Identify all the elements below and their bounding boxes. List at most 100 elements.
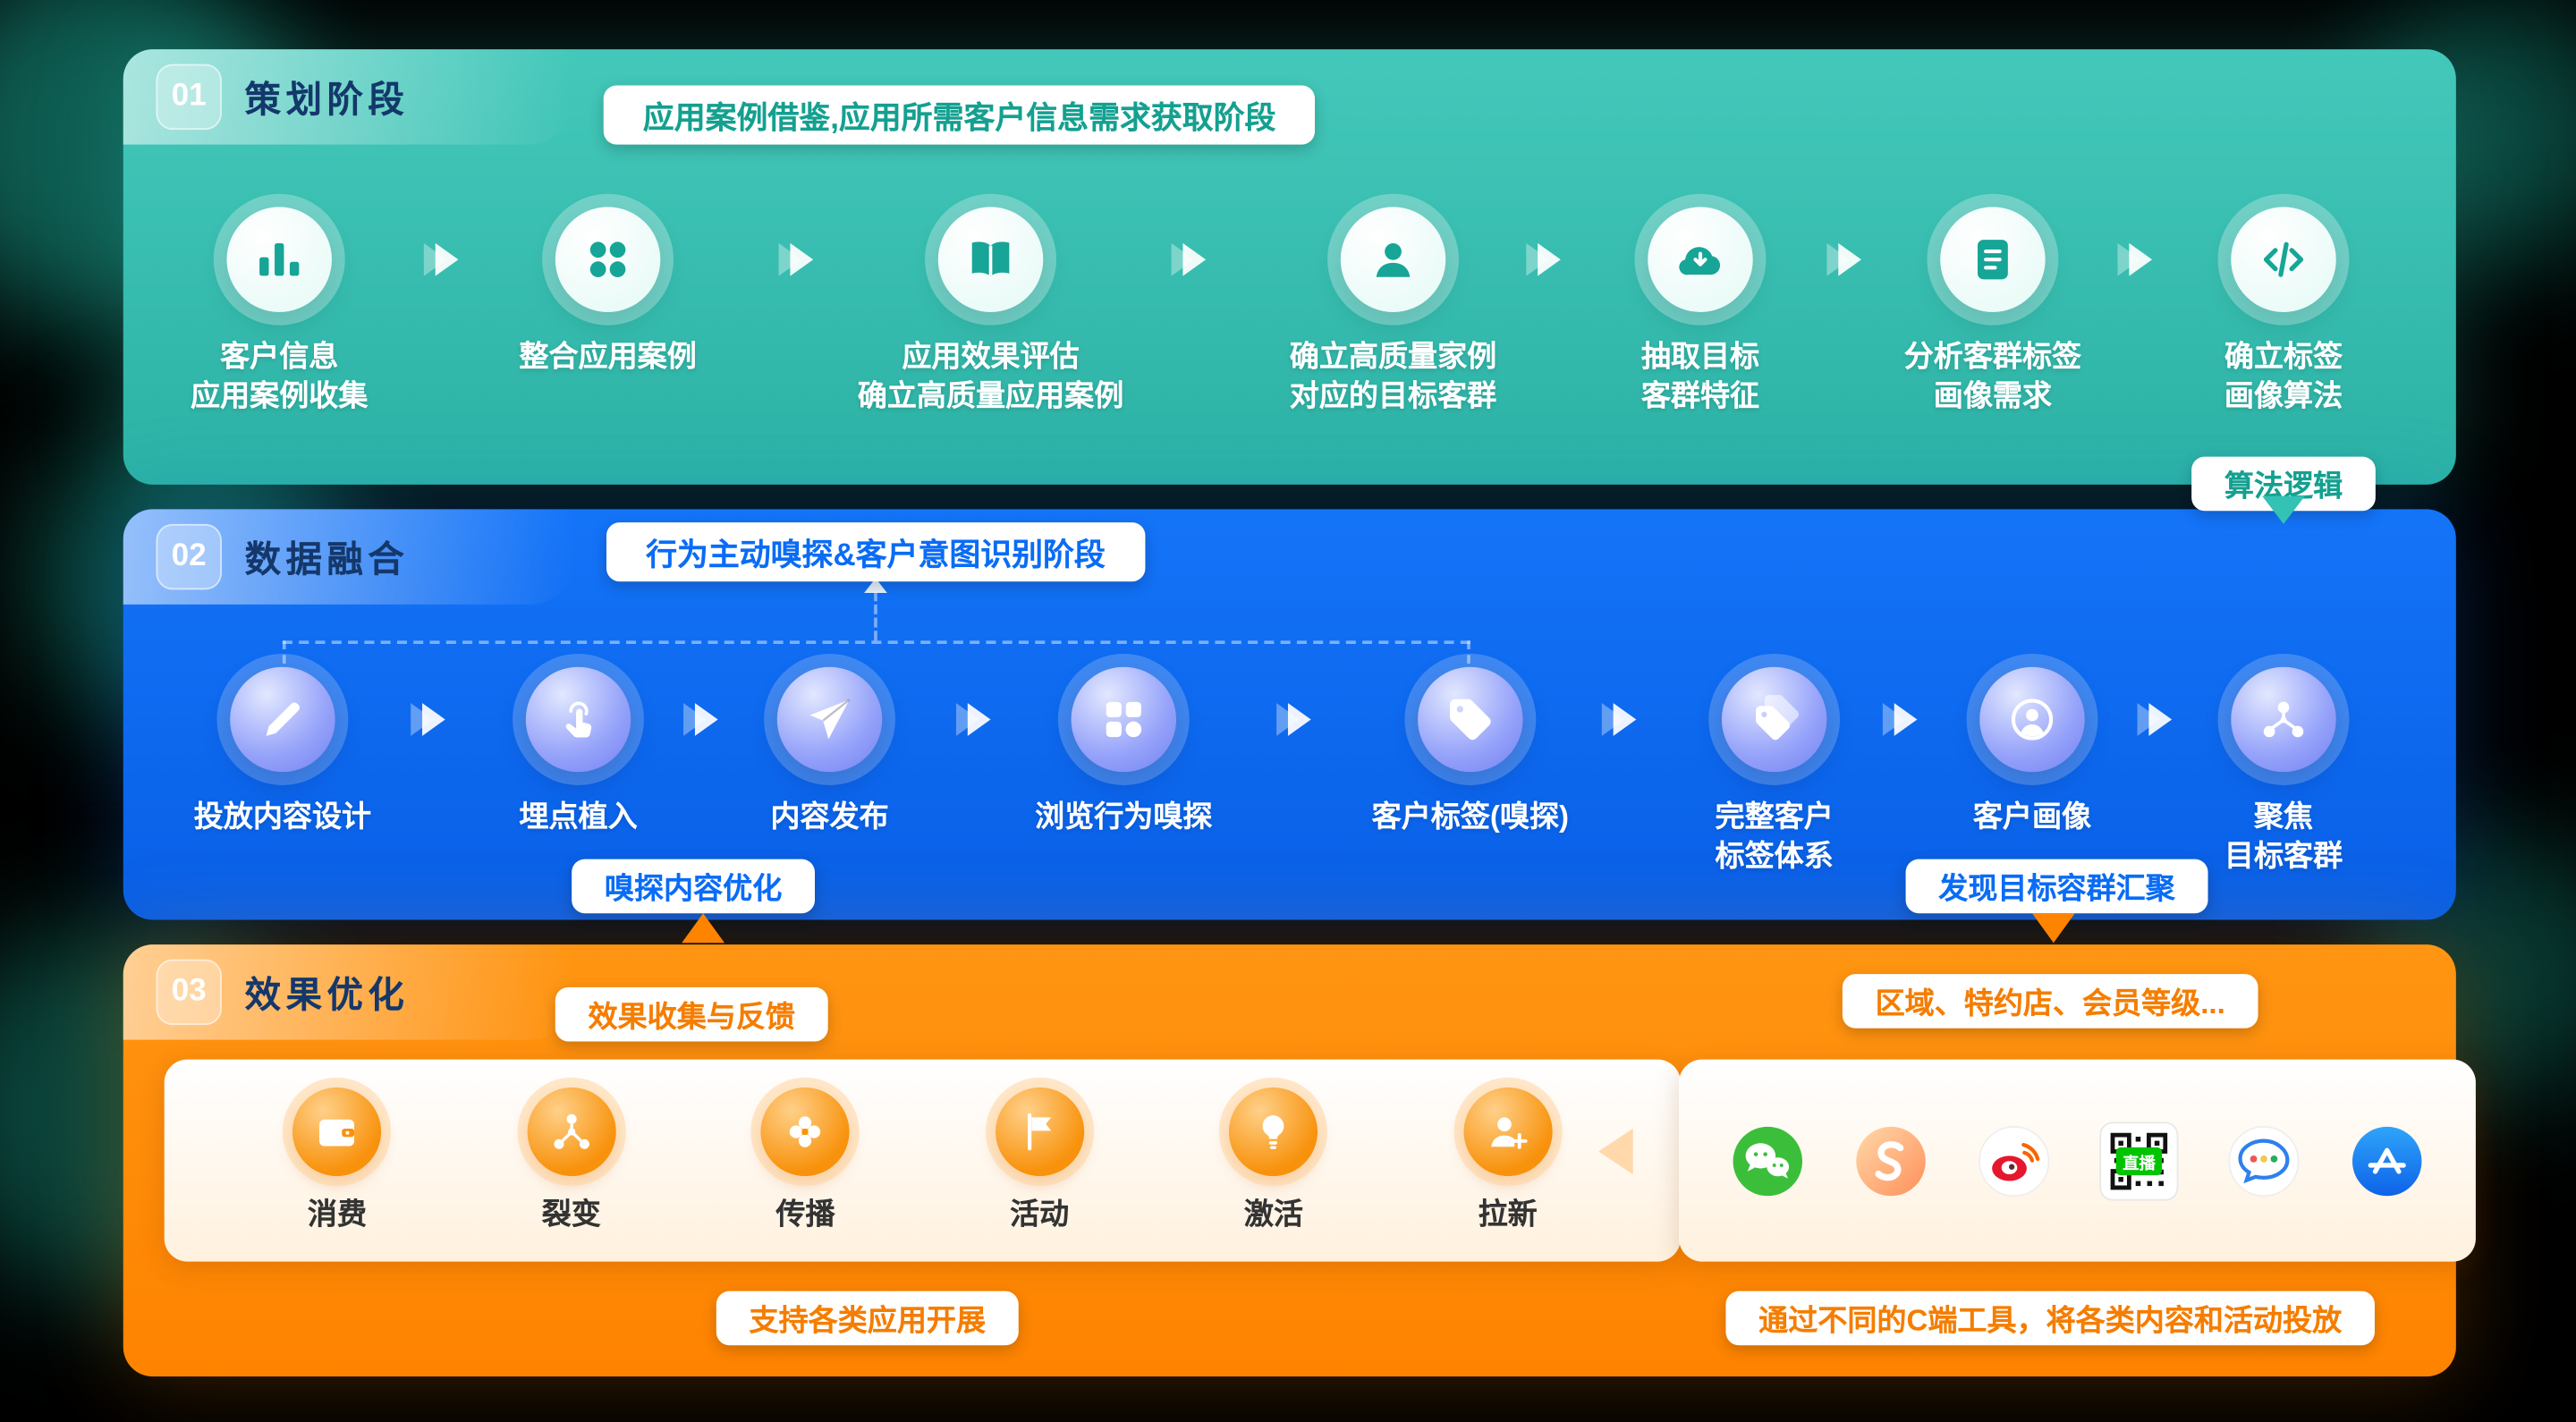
arrow-down-icon — [2262, 495, 2305, 524]
channels-panel: 消费 裂变 传播 活动 — [164, 1059, 1681, 1262]
channel-consume: 消费 — [292, 1087, 382, 1233]
stage-title: 效果优化 — [244, 974, 410, 1016]
bar-chart-icon — [226, 207, 333, 312]
flow-arrow — [1526, 242, 1561, 276]
person-icon — [1340, 207, 1446, 312]
s-app-icon — [1852, 1122, 1928, 1198]
step-customer-info-collection: 客户信息 应用案例收集 — [123, 207, 436, 416]
bulb-icon — [1229, 1087, 1318, 1177]
pen-icon — [230, 666, 335, 773]
target-converge-pill: 发现目标容群汇聚 — [1905, 859, 2208, 914]
flow-arrow — [2117, 242, 2153, 276]
app-grid-icon — [555, 207, 661, 312]
step-label: 整合应用案例 — [519, 340, 697, 373]
channel-activate: 激活 — [1229, 1087, 1318, 1233]
apps-support-pill: 支持各类应用开展 — [716, 1291, 1019, 1346]
step-target-groups: 确立高质量家例 对应的目标客群 — [1237, 207, 1549, 416]
channel-acquire: 拉新 — [1463, 1087, 1553, 1233]
stage2-banner-pill: 行为主动嗅探&客户意图识别阶段 — [606, 522, 1145, 582]
step-extract-features: 抽取目标 客群特征 — [1544, 207, 1856, 416]
stage-planning-band: 01 策划阶段 应用案例借鉴,应用所需客户信息需求获取阶段 客户信息 应用案例收… — [123, 49, 2456, 512]
wechat-icon — [1729, 1122, 1804, 1198]
stage-number-badge: 02 — [156, 523, 222, 590]
flow-arrow — [411, 703, 445, 736]
flow-arrow — [423, 242, 459, 276]
step-content-publish: 内容发布 — [674, 666, 986, 837]
stage-title: 数据融合 — [244, 538, 410, 580]
open-book-icon — [937, 207, 1044, 312]
dashed-connector — [282, 640, 1470, 644]
tools-panel: 直播 — [1679, 1059, 2476, 1262]
channel-label: 活动 — [1010, 1197, 1070, 1231]
document-list-icon — [1940, 207, 2046, 312]
channel-label: 拉新 — [1478, 1197, 1538, 1231]
tag-icon — [1418, 666, 1523, 773]
arrow-down-icon — [2031, 913, 2075, 944]
step-tag-system: 完整客户 标签体系 — [1618, 666, 1930, 876]
step-content-design: 投放内容设计 — [126, 666, 438, 837]
dashed-connector — [874, 591, 877, 641]
dashed-connector — [282, 640, 286, 664]
step-tracking-embed: 埋点植入 — [422, 666, 734, 837]
channel-activity: 活动 — [995, 1087, 1084, 1233]
dashed-up-arrow-icon — [864, 578, 887, 594]
flow-arrow — [1171, 242, 1207, 276]
step-effect-evaluation: 应用效果评估 确立高质量应用案例 — [835, 207, 1147, 416]
feedback-pill: 效果收集与反馈 — [555, 986, 828, 1042]
flow-arrow — [955, 703, 991, 736]
step-label: 应用效果评估 确立高质量应用案例 — [857, 340, 1124, 413]
flow-arrow — [1882, 703, 1918, 736]
fan-icon — [760, 1087, 851, 1177]
flow-arrow — [1601, 703, 1637, 736]
cloud-download-icon — [1648, 207, 1753, 312]
network-icon — [2231, 666, 2336, 773]
user-plus-icon — [1463, 1087, 1553, 1177]
stage-planning-header: 01 策划阶段 — [123, 49, 575, 145]
step-label: 确立标签 画像算法 — [2224, 340, 2343, 413]
chat-app-icon — [2226, 1122, 2301, 1198]
step-label: 确立高质量家例 对应的目标客群 — [1289, 340, 1497, 413]
channel-spread: 传播 — [760, 1087, 851, 1233]
segments-pill: 区域、特约店、会员等级... — [1842, 974, 2258, 1028]
arrow-left-icon — [1598, 1128, 1633, 1175]
flow-arrow — [2137, 703, 2173, 736]
step-label: 完整客户 标签体系 — [1715, 800, 1834, 873]
channel-label: 传播 — [775, 1197, 835, 1231]
step-label: 分析客群标签 画像需求 — [1903, 340, 2082, 413]
c-tools-pill: 通过不同的C端工具，将各类内容和活动投放 — [1725, 1291, 2375, 1346]
channel-label: 消费 — [307, 1197, 368, 1231]
stage-title: 策划阶段 — [244, 79, 410, 121]
flow-arrow — [1826, 242, 1861, 276]
step-label: 投放内容设计 — [193, 800, 372, 834]
step-define-algorithm: 确立标签 画像算法 — [2128, 207, 2440, 416]
tags-icon — [1721, 666, 1827, 773]
step-browse-sniff: 浏览行为嗅探 — [968, 666, 1280, 837]
sniff-optimize-pill: 嗅探内容优化 — [572, 859, 816, 914]
flow-arrow — [778, 242, 814, 276]
step-label: 聚焦 目标客群 — [2224, 800, 2343, 873]
channel-label: 激活 — [1243, 1197, 1303, 1231]
dashed-connector — [1467, 640, 1470, 664]
stage-data-fusion-header: 02 数据融合 — [123, 509, 575, 605]
browse-grid-icon — [1071, 666, 1177, 773]
step-label: 客户标签(嗅探) — [1371, 800, 1570, 834]
channel-label: 裂变 — [541, 1197, 601, 1231]
stage1-banner-pill: 应用案例借鉴,应用所需客户信息需求获取阶段 — [603, 85, 1316, 145]
qr-live-icon: 直播 — [2099, 1121, 2179, 1200]
user-circle-icon — [1979, 666, 2085, 773]
appstore-icon — [2350, 1122, 2425, 1198]
step-label: 埋点植入 — [519, 800, 638, 834]
qr-live-label: 直播 — [2115, 1147, 2163, 1175]
step-label: 客户画像 — [1972, 800, 2092, 834]
flag-icon — [995, 1087, 1084, 1177]
tap-icon — [525, 666, 631, 773]
step-label: 内容发布 — [770, 800, 889, 834]
flow-arrow — [683, 703, 718, 736]
stage-number-badge: 03 — [156, 959, 222, 1026]
stage-effect-optimize-band: 03 效果优化 效果收集与反馈 区域、特约店、会员等级... 消费 裂变 — [123, 944, 2476, 1377]
step-label: 浏览行为嗅探 — [1035, 800, 1213, 834]
step-customer-profile: 客户画像 — [1877, 666, 2189, 837]
step-customer-tag: 客户标签(嗅探) — [1314, 666, 1626, 837]
